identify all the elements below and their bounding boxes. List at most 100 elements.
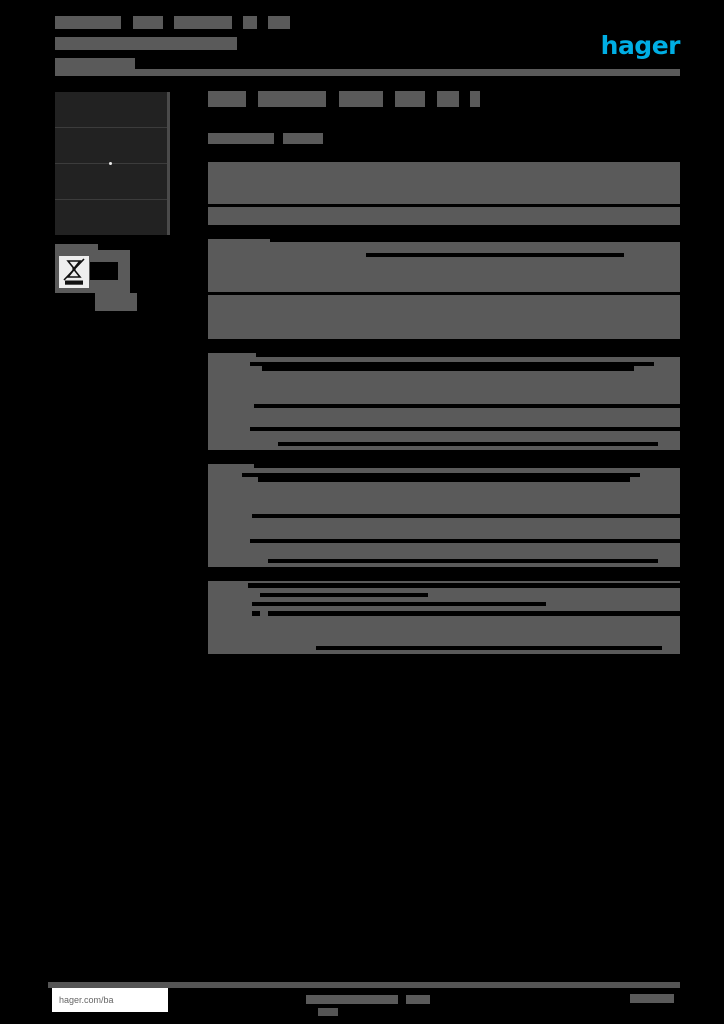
spec-value (248, 242, 680, 253)
footer-url-box[interactable]: hager.com/ba (52, 988, 168, 1012)
table-row (208, 468, 680, 473)
spec-label (208, 539, 220, 543)
table-row (208, 362, 680, 366)
spec-value (320, 310, 680, 318)
spec-value (326, 176, 680, 187)
photo-segment-divider (55, 199, 167, 200)
spec-label (208, 242, 220, 253)
redacted-run (283, 133, 324, 145)
spec-value (316, 646, 662, 650)
spec-value (268, 611, 680, 616)
redacted-run (406, 995, 431, 1005)
spec-value (242, 473, 640, 477)
redacted-run (470, 90, 481, 107)
spec-value (254, 431, 680, 439)
spec-group (208, 295, 680, 339)
spec-group (208, 162, 680, 204)
redacted-run (258, 90, 327, 107)
spec-value (326, 490, 680, 514)
spec-label (208, 264, 326, 276)
status-led-dot (109, 162, 112, 165)
page-title (208, 90, 680, 108)
redacted-run (55, 16, 121, 30)
table-row (208, 411, 680, 427)
spec-group (208, 581, 680, 654)
spec-value (326, 378, 680, 404)
table-row (208, 165, 680, 176)
product-photo-caption (55, 239, 185, 257)
spec-value (250, 548, 680, 556)
product-media-column (55, 92, 185, 257)
table-row (208, 593, 680, 597)
redacted-run (55, 243, 98, 252)
redacted-run (243, 16, 258, 30)
spec-group-heading-row (208, 239, 680, 242)
footer-page-tab (318, 1008, 338, 1016)
spec-label (208, 279, 220, 288)
table-row (208, 321, 680, 334)
table-row (208, 431, 680, 439)
table-row (208, 176, 680, 187)
footer-url-link[interactable]: hager.com/ba (59, 995, 114, 1005)
redacted-run (55, 58, 135, 72)
spec-value (298, 190, 680, 200)
spec-label (208, 176, 244, 187)
spec-label (208, 404, 220, 408)
table-row (208, 611, 680, 616)
spec-label (208, 521, 326, 539)
table-row (208, 548, 680, 556)
spec-value (252, 602, 546, 606)
table-row (208, 602, 680, 606)
table-row (208, 597, 680, 602)
icon-strip-cutout (90, 262, 118, 280)
redacted-run (395, 90, 426, 107)
spec-value (250, 539, 680, 543)
table-row (208, 190, 680, 200)
table-row (208, 295, 680, 307)
spec-value (326, 295, 680, 307)
spec-value (326, 411, 680, 427)
document-header: hager (55, 14, 681, 76)
table-row (208, 253, 680, 257)
spec-label (208, 310, 220, 318)
spec-label (208, 442, 220, 446)
spec-label (208, 295, 326, 307)
spec-label (208, 477, 220, 482)
spec-value (260, 593, 428, 597)
table-row (208, 490, 680, 514)
redacted-run (630, 994, 674, 1004)
header-title-block (55, 14, 290, 74)
spec-value (270, 239, 680, 242)
redacted-run (133, 16, 164, 30)
spec-label (208, 624, 326, 646)
spec-value (254, 464, 680, 468)
spec-label (208, 611, 220, 616)
spec-label (208, 431, 220, 439)
table-row (208, 207, 680, 220)
spec-value (326, 321, 680, 334)
table-row (208, 442, 680, 446)
spec-group-heading-row (208, 464, 680, 468)
redacted-run (208, 90, 246, 107)
table-row (208, 366, 680, 371)
icon-strip-label (95, 293, 137, 311)
specification-column (208, 90, 680, 654)
spec-label (208, 514, 220, 518)
header-title-line-1 (55, 14, 290, 32)
table-row (208, 588, 680, 593)
spec-value (266, 279, 680, 288)
redacted-run (55, 37, 237, 51)
table-row (208, 624, 680, 646)
spec-group (208, 239, 680, 292)
table-row (208, 514, 680, 518)
spec-label (208, 207, 326, 220)
spec-label (208, 411, 326, 427)
header-divider (55, 69, 680, 76)
spec-label (208, 190, 238, 200)
spec-label (208, 321, 326, 334)
table-row (208, 378, 680, 404)
footer-divider (48, 982, 680, 988)
table-row (208, 242, 680, 253)
redacted-run (306, 995, 398, 1005)
